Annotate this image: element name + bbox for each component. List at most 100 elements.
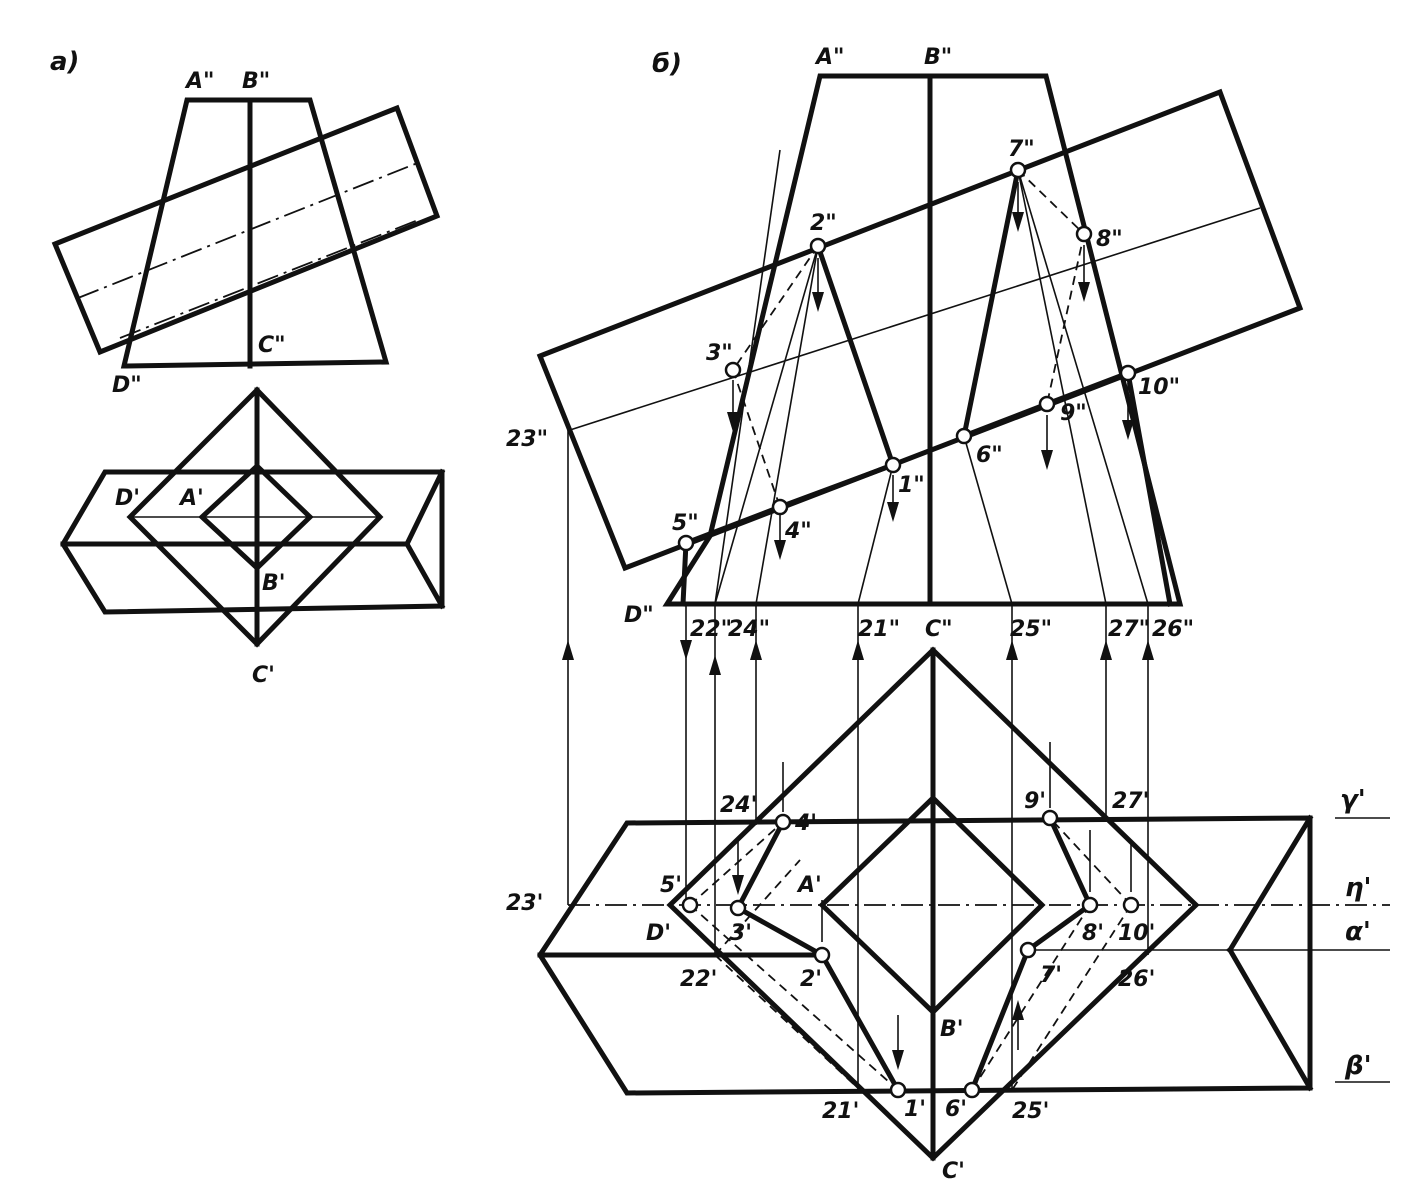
- b-hidden-h5: [971, 904, 1091, 1091]
- point-4f: [771, 498, 789, 516]
- point-8f: [1075, 225, 1093, 243]
- b-label-q3: 3': [730, 921, 752, 946]
- b-label-q1: 1': [904, 1097, 926, 1122]
- b-gen-27: [1017, 169, 1107, 605]
- b-hidden-h3: [689, 821, 784, 906]
- b-gen-25: [963, 435, 1013, 605]
- point-1h: [889, 1081, 907, 1099]
- b-prism-edge-thin: [569, 207, 1261, 431]
- b-gen-22: [714, 245, 819, 605]
- a-prism-horizontal: [60, 469, 445, 615]
- b-label-p9: 9": [1060, 401, 1087, 426]
- b-points-frontal: [677, 161, 1137, 552]
- b-arrows: [562, 212, 1154, 1070]
- b-label-p3: 3": [706, 341, 733, 366]
- point-3h: [729, 899, 747, 917]
- point-9f: [1038, 395, 1056, 413]
- b-label-p6: 6": [976, 443, 1003, 468]
- b-panel-title: б): [652, 49, 682, 79]
- b-plane-gamma: γ': [1340, 785, 1366, 815]
- a-panel-title: а): [50, 47, 79, 77]
- b-label-q7: 7': [1040, 963, 1062, 988]
- b-label-q27: 27': [1112, 789, 1149, 814]
- point-6h: [963, 1081, 981, 1099]
- point-8h: [1081, 896, 1099, 914]
- b-label-p1: 1": [898, 473, 925, 498]
- b-label-p22: 22": [690, 617, 732, 642]
- b-label-q10: 10': [1118, 921, 1155, 946]
- arrow-up-27: [1100, 640, 1112, 660]
- b-intersection-left-horizontal: [734, 818, 902, 1094]
- b-hidden-h1: [689, 904, 899, 1091]
- b-label-p21: 21": [858, 617, 900, 642]
- b-label-p2: 2": [810, 211, 837, 236]
- b-label-p7: 7": [1008, 137, 1035, 162]
- b-label-A1: A': [796, 873, 822, 898]
- arrow-down-3h: [732, 875, 744, 895]
- b-prism-end-lower: [1226, 946, 1314, 1092]
- a-label-D2: D": [112, 373, 142, 398]
- b-label-q24: 24': [720, 793, 757, 818]
- b-hidden-h7: [1049, 817, 1132, 906]
- b-hidden-h8: [1105, 817, 1197, 906]
- a-pyramid-hidden-right: [309, 99, 387, 363]
- b-intersection-left-frontal: [680, 242, 897, 607]
- a-prism-end-line: [403, 468, 446, 548]
- b-label-q9: 9': [1024, 789, 1046, 814]
- b-label-p4: 4": [784, 519, 812, 544]
- point-6f: [955, 427, 973, 445]
- a-label-C2: C": [258, 333, 286, 358]
- a-prism-axis-lower: [119, 219, 419, 339]
- point-9h: [1041, 809, 1059, 827]
- b-hidden-h6: [1011, 904, 1132, 1091]
- arrow-down-1: [887, 502, 899, 522]
- b-plane-eta: η': [1345, 873, 1371, 903]
- arrow-down-2: [812, 292, 824, 312]
- arrow-up-23: [562, 640, 574, 660]
- b-label-q22: 22': [680, 967, 717, 992]
- arrow-up-24: [750, 640, 762, 660]
- point-2f: [809, 237, 827, 255]
- b-label-D2: D": [624, 603, 654, 628]
- a-prism-axis-upper: [77, 161, 421, 299]
- arrow-down-7: [1012, 212, 1024, 232]
- a-prism-frontal: [51, 104, 441, 356]
- b-label-q23: 23': [506, 891, 543, 916]
- arrow-down-5: [680, 640, 692, 660]
- arrow-down-3: [727, 412, 739, 432]
- point-5h: [681, 896, 699, 914]
- arrow-down-8: [1078, 282, 1090, 302]
- a-label-C1: C': [252, 663, 275, 688]
- b-gen-26: [1017, 169, 1149, 605]
- arrow-up-26: [1142, 640, 1154, 660]
- b-label-q25: 25': [1012, 1099, 1049, 1124]
- b-label-q6: 6': [945, 1097, 967, 1122]
- point-4h: [774, 813, 792, 831]
- b-intersection-right-horizontal: [968, 814, 1094, 1094]
- arrow-down-10: [1122, 420, 1134, 440]
- a-label-B1: B': [262, 571, 286, 596]
- b-arrow-stems: [732, 182, 1132, 1058]
- b-label-C2: C": [925, 617, 953, 642]
- arrow-down-9: [1041, 450, 1053, 470]
- b-points-horizontal: [681, 809, 1140, 1099]
- b-prism-frontal: [536, 88, 1304, 572]
- b-gen-24: [755, 245, 819, 605]
- b-label-p25: 25": [1010, 617, 1052, 642]
- b-pyramid-frontal: [662, 73, 1184, 607]
- b-label-q21: 21': [822, 1099, 859, 1124]
- b-prism-horizontal: [537, 815, 1313, 1096]
- b-label-q2: 2': [800, 967, 822, 992]
- b-label-q26: 26': [1118, 967, 1155, 992]
- point-10h: [1122, 896, 1140, 914]
- b-label-C1: C': [942, 1159, 965, 1180]
- point-7f: [1009, 161, 1027, 179]
- arrow-up-22: [709, 655, 721, 675]
- arrow-up-21: [852, 640, 864, 660]
- b-label-q4: 4': [794, 811, 817, 836]
- b-label-q5: 5': [660, 873, 682, 898]
- b-label-p5: 5": [672, 511, 699, 536]
- point-7h: [1019, 941, 1037, 959]
- b-plane-beta: β': [1344, 1051, 1372, 1081]
